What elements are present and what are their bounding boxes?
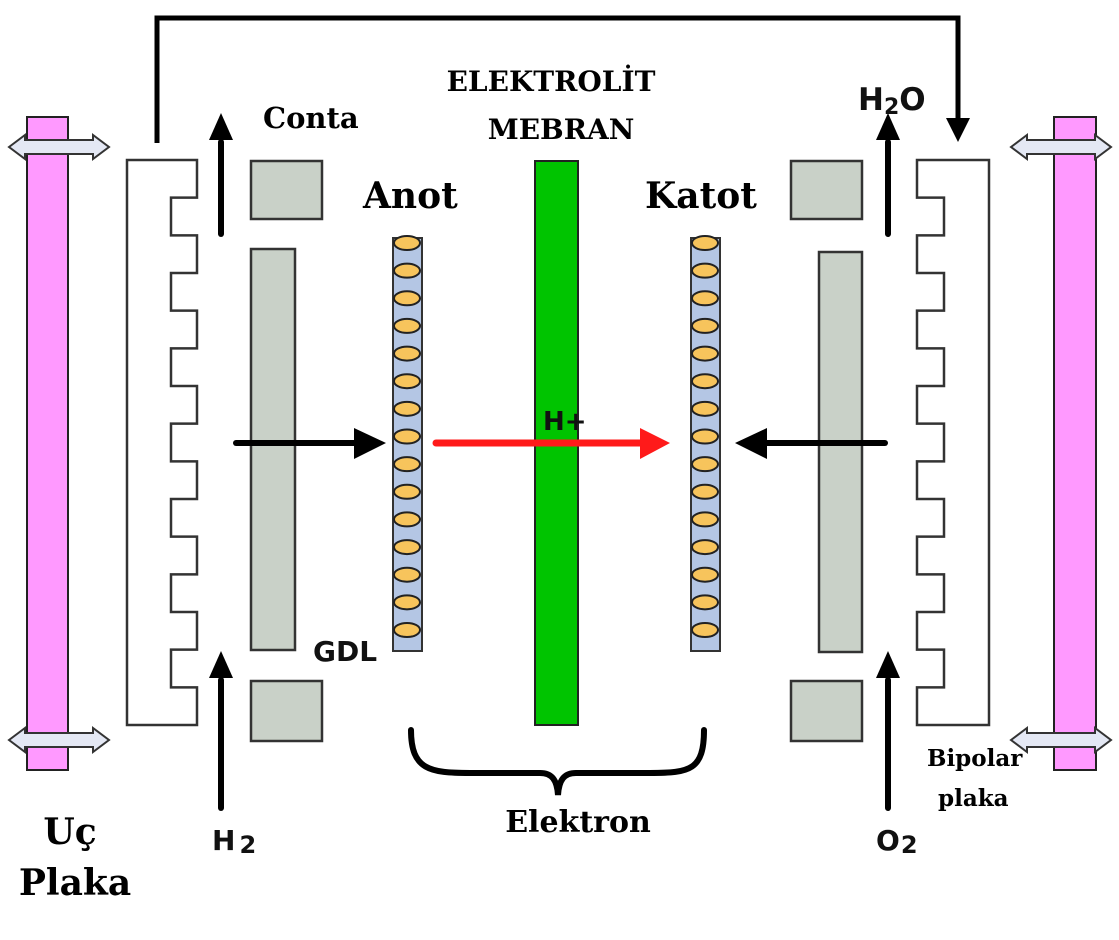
- catalyst-particles-cathode: [691, 235, 719, 638]
- external-circuit-wire: [154, 15, 961, 143]
- hydrogen-inlet-arrowhead-icon: [209, 651, 233, 678]
- double-arrow-icon: [1009, 726, 1113, 754]
- hydrogen-diffusion-arrowhead-icon: [354, 428, 386, 459]
- catalyst-particle: [393, 539, 421, 556]
- catalyst-particle: [393, 594, 421, 611]
- wire-arrowhead-icon: [946, 118, 970, 142]
- catalyst-particle: [691, 373, 719, 390]
- gas-diffusion-layer-right: [817, 250, 864, 654]
- anode-exhaust-arrowhead-icon: [209, 113, 233, 140]
- gasket-right-top: [789, 159, 864, 221]
- catalyst-particle: [691, 511, 719, 528]
- catalyst-particle: [393, 483, 421, 500]
- oxygen-inlet-arrowhead-icon: [876, 651, 900, 678]
- proton-label: H+: [543, 407, 587, 437]
- catalyst-particle: [691, 594, 719, 611]
- catalyst-particle: [393, 262, 421, 279]
- gasket-left-bottom: [249, 679, 324, 743]
- electron-brace: [408, 727, 707, 796]
- catalyst-particle: [393, 566, 421, 583]
- gas-diffusion-layer-left: [249, 247, 297, 652]
- gdl-label: GDL: [313, 635, 377, 668]
- anode-label: Anot: [362, 175, 458, 217]
- catalyst-particle: [691, 428, 719, 445]
- gasket-left-top: [249, 159, 324, 221]
- catalyst-particle: [691, 400, 719, 417]
- gasket-label: Conta: [263, 101, 359, 135]
- oxygen-label: O2: [876, 824, 918, 859]
- catalyst-particle: [691, 539, 719, 556]
- oxygen-diffusion-arrowhead-icon: [735, 428, 767, 459]
- catalyst-particle: [691, 483, 719, 500]
- bipolar-plate-label-line2: plaka: [938, 785, 1009, 812]
- cathode-label: Katot: [645, 175, 757, 217]
- catalyst-particle: [691, 290, 719, 307]
- catalyst-particle: [691, 456, 719, 473]
- catalyst-particle: [691, 317, 719, 334]
- bipolar-plate-left: [125, 158, 199, 727]
- water-outlet-arrowhead-icon: [876, 113, 900, 140]
- electron-label: Elektron: [505, 805, 651, 840]
- proton-transport-arrowhead-icon: [640, 428, 670, 459]
- catalyst-particle: [393, 622, 421, 638]
- catalyst-particle: [393, 511, 421, 528]
- catalyst-particle: [393, 235, 421, 251]
- catalyst-particle: [393, 317, 421, 334]
- end-plate-left: [26, 116, 69, 771]
- membrane-label-line1: ELEKTROLİT: [447, 64, 656, 98]
- bipolar-plate-right: [915, 158, 991, 727]
- end-plate-right: [1053, 116, 1097, 771]
- catalyst-particle: [393, 428, 421, 445]
- gasket-right-bottom: [789, 679, 864, 743]
- membrane-label-line2: MEBRAN: [488, 113, 635, 146]
- catalyst-particle: [691, 235, 719, 251]
- catalyst-particle: [393, 290, 421, 307]
- double-arrow-icon: [7, 726, 111, 754]
- catalyst-particle: [691, 622, 719, 638]
- water-label: H2O: [858, 82, 926, 120]
- end-plate-label-line1: Uç: [43, 811, 96, 853]
- catalyst-particle: [691, 566, 719, 583]
- catalyst-particle: [393, 345, 421, 362]
- end-plate-label-line2: Plaka: [19, 862, 131, 904]
- catalyst-particle: [393, 400, 421, 417]
- catalyst-particle: [393, 456, 421, 473]
- catalyst-particle: [691, 345, 719, 362]
- double-arrow-icon: [7, 133, 111, 161]
- catalyst-particle: [393, 373, 421, 390]
- catalyst-particle: [691, 262, 719, 279]
- double-arrow-icon: [1009, 133, 1113, 161]
- bipolar-plate-label-line1: Bipolar: [927, 745, 1023, 772]
- catalyst-particles-anode: [393, 235, 421, 638]
